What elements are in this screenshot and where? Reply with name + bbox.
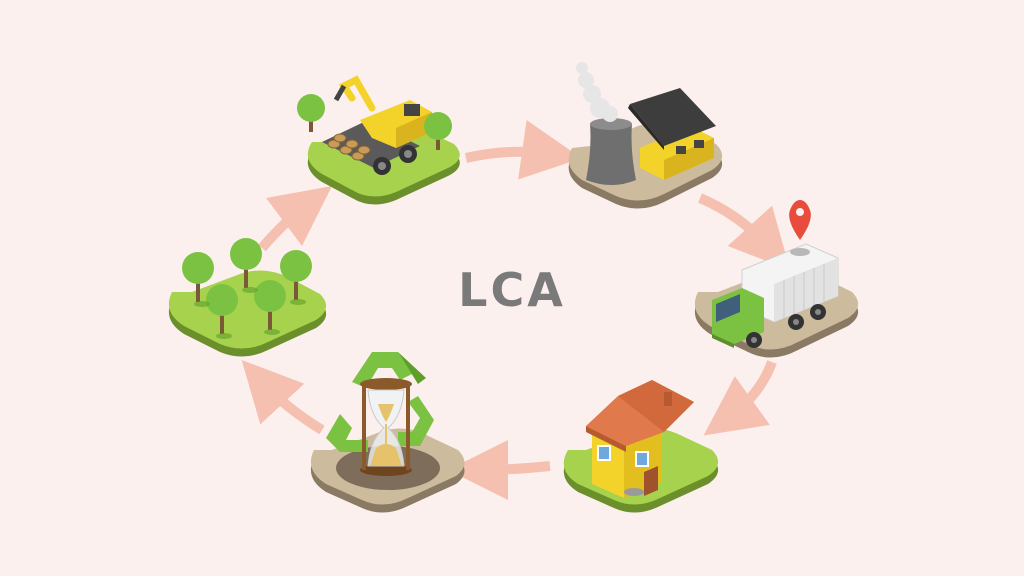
stage-use <box>563 380 719 513</box>
center-title: LCA <box>458 263 566 317</box>
tree-icon <box>297 94 452 150</box>
stage-raw-materials <box>168 238 327 357</box>
delivery-truck-icon <box>712 243 839 348</box>
hourglass-icon <box>360 378 412 476</box>
stage-extraction <box>297 75 460 205</box>
stage-transport <box>694 200 859 358</box>
excavator-truck-icon <box>322 75 432 175</box>
arrow-extraction-to-manufacturing <box>464 120 582 180</box>
forest-icon <box>182 238 312 339</box>
arrow-use-to-end-of-life <box>448 439 551 500</box>
arrow-raw-materials-to-extraction <box>258 185 332 252</box>
arrow-end-of-life-to-raw-materials <box>241 359 325 435</box>
stage-manufacturing <box>568 62 723 209</box>
arrow-transport-to-use <box>703 360 777 436</box>
house-icon <box>586 380 694 498</box>
factory-icon <box>576 62 716 185</box>
cycle-arrows <box>241 120 791 500</box>
arrow-manufacturing-to-transport <box>698 193 791 271</box>
stage-end-of-life <box>310 352 465 513</box>
location-pin-icon <box>789 200 811 256</box>
